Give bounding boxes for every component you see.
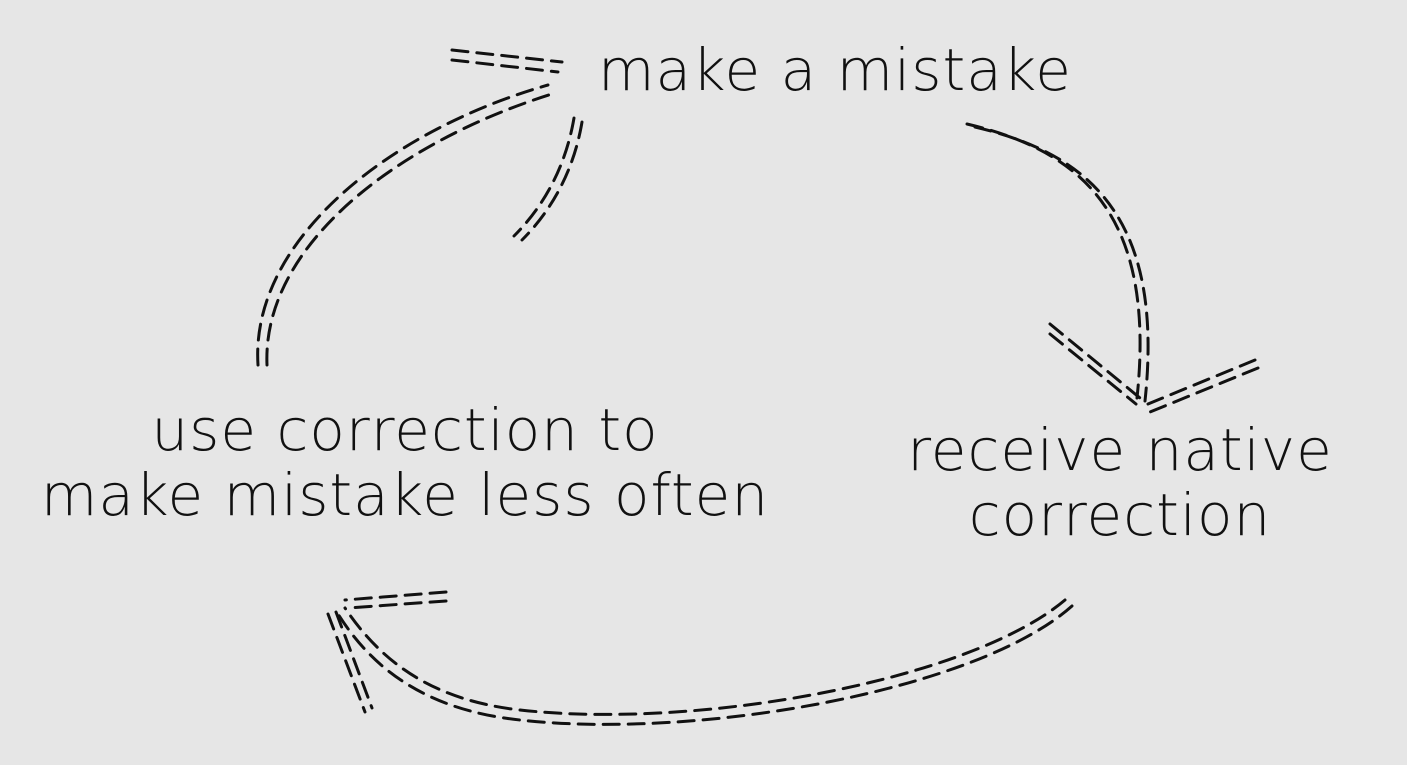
node-use-correction-line-1: use correction to [151, 396, 659, 464]
arrow-mistake-to-correction [965, 122, 1260, 414]
node-make-mistake-line-1: make a mistake [598, 36, 1072, 104]
node-use-correction: use correction to make mistake less ofte… [30, 398, 780, 528]
node-receive-correction: receive native correction [905, 418, 1335, 548]
node-make-mistake: make a mistake [598, 38, 1072, 103]
node-receive-correction-line-1: receive native [907, 416, 1333, 484]
node-receive-correction-line-2: correction [968, 480, 1272, 549]
arrow-use-to-mistake [256, 48, 584, 367]
arrow-correction-to-use [326, 590, 1074, 726]
node-use-correction-line-2: make mistake less often [40, 460, 770, 529]
